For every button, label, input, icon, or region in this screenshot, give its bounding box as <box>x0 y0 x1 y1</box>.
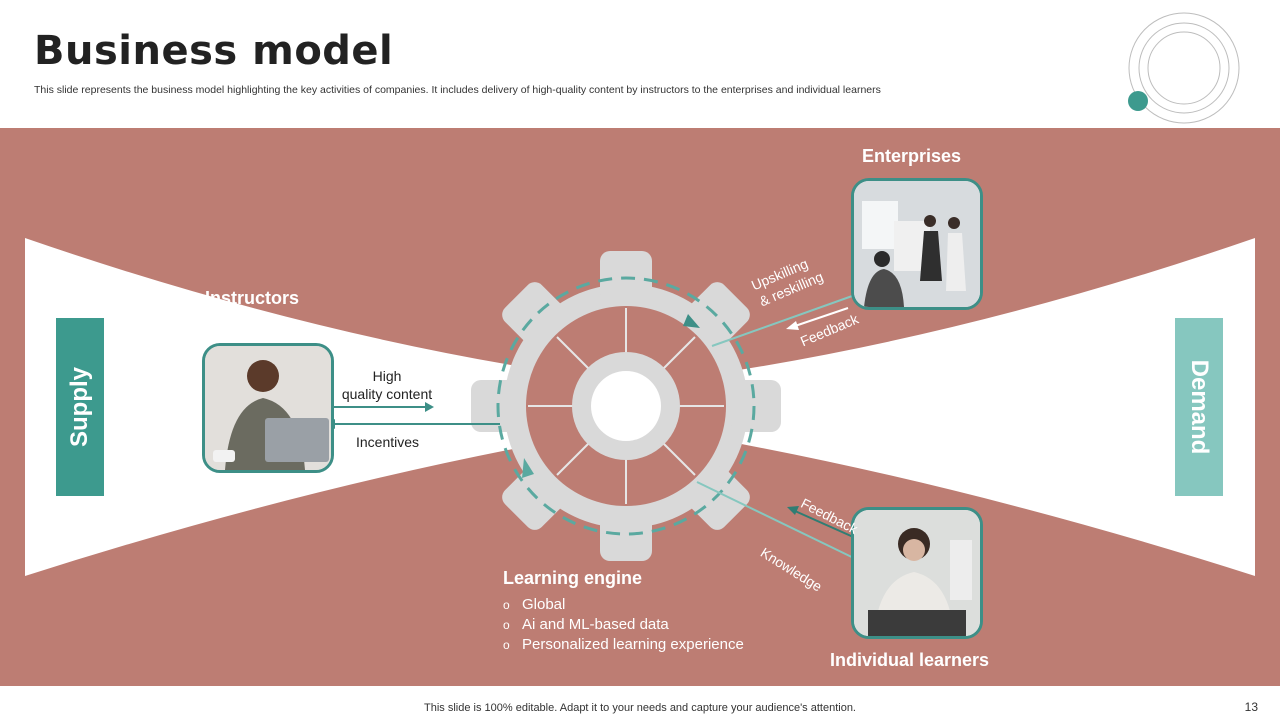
woman-laptop-icon <box>854 510 980 636</box>
instructor-photo <box>202 343 334 473</box>
page-subtitle: This slide represents the business model… <box>34 84 881 96</box>
individual-learners-label: Individual learners <box>830 650 990 670</box>
learning-engine-title: Learning engine <box>503 568 643 588</box>
page-number: 13 <box>1244 700 1258 714</box>
instructors-label: Instructors <box>205 288 300 308</box>
demand-funnel <box>720 238 1255 576</box>
decorative-circles-icon <box>1128 12 1240 124</box>
demand-bar: Demand <box>1175 318 1223 496</box>
footer-note: This slide is 100% editable. Adapt it to… <box>424 702 856 714</box>
person-laptop-icon <box>205 346 331 470</box>
demand-label: Demand <box>1186 359 1213 455</box>
individual-learner-photo <box>851 507 983 639</box>
high-quality-line1: High <box>372 368 402 384</box>
supply-bar: Supply <box>56 318 104 496</box>
high-quality-line2: quality content <box>341 386 433 402</box>
enterprises-photo <box>851 178 983 310</box>
supply-label: Supply <box>66 366 93 448</box>
page-title: Business model <box>34 28 394 74</box>
learning-engine-gear <box>471 251 781 561</box>
enterprises-label: Enterprises <box>862 146 962 166</box>
meeting-room-icon <box>854 181 980 307</box>
incentives-label: Incentives <box>356 434 420 450</box>
